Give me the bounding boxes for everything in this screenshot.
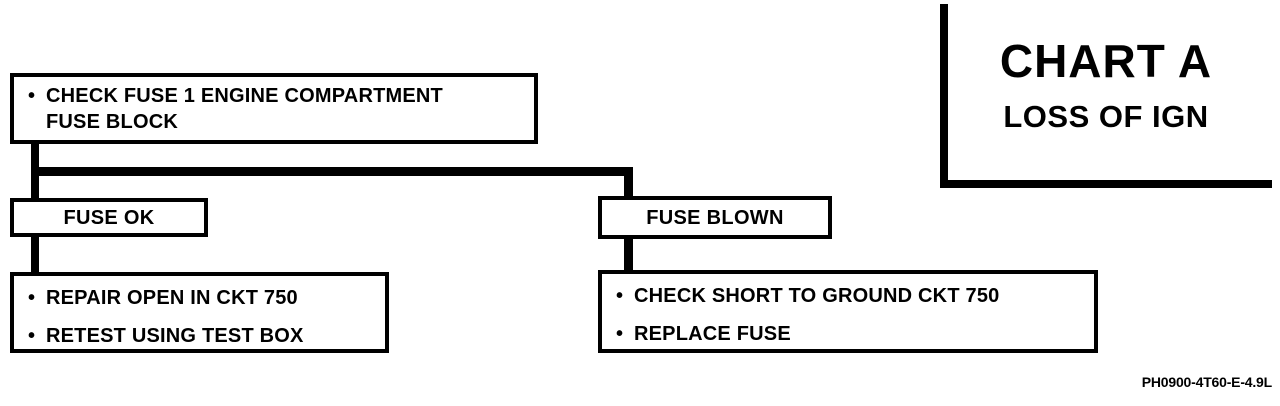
bullet-dot-icon: •	[28, 325, 36, 347]
bullet-item: • RETEST USING TEST BOX	[28, 323, 375, 349]
document-code: PH0900-4T60-E-4.9L	[1141, 374, 1272, 390]
node-check-short-content: • CHECK SHORT TO GROUND CKT 750 • REPLAC…	[602, 274, 1094, 353]
bullet-item: • CHECK SHORT TO GROUND CKT 750	[616, 283, 1084, 309]
bullet-dot-icon: •	[616, 285, 624, 307]
bullet-text: RETEST USING TEST BOX	[46, 325, 304, 347]
connector-right-drop	[624, 167, 633, 199]
bullet-text: REPLACE FUSE	[634, 323, 791, 345]
bullet-dot-icon: •	[28, 85, 36, 107]
node-check-short[interactable]: • CHECK SHORT TO GROUND CKT 750 • REPLAC…	[598, 270, 1098, 353]
node-fuse-blown[interactable]: FUSE BLOWN	[598, 196, 832, 239]
chart-subtitle: LOSS OF IGN	[1003, 99, 1209, 134]
bullet-dot-icon: •	[28, 287, 36, 309]
connector-branch-horizontal	[31, 167, 633, 176]
node-repair-open-content: • REPAIR OPEN IN CKT 750 • RETEST USING …	[14, 276, 385, 355]
node-check-fuse[interactable]: • CHECK FUSE 1 ENGINE COMPARTMENT FUSE B…	[10, 73, 538, 144]
bullet-item: • REPAIR OPEN IN CKT 750	[28, 285, 375, 311]
bullet-text: CHECK SHORT TO GROUND CKT 750	[634, 285, 1000, 307]
node-check-fuse-content: • CHECK FUSE 1 ENGINE COMPARTMENT FUSE B…	[14, 77, 534, 141]
connector-right-to-check-short	[624, 232, 633, 276]
node-fuse-blown-label: FUSE BLOWN	[646, 206, 784, 229]
node-fuse-ok[interactable]: FUSE OK	[10, 198, 208, 237]
node-repair-open[interactable]: • REPAIR OPEN IN CKT 750 • RETEST USING …	[10, 272, 389, 353]
title-rule-horizontal	[940, 180, 1272, 188]
connector-left-to-repair	[31, 232, 39, 276]
bullet-dot-icon: •	[616, 323, 624, 345]
title-rule-vertical	[940, 4, 948, 188]
title-block: CHART A LOSS OF IGN	[940, 4, 1272, 188]
bullet-item: • CHECK FUSE 1 ENGINE COMPARTMENT FUSE B…	[28, 83, 524, 135]
chart-title: CHART A	[999, 35, 1213, 87]
node-fuse-ok-label: FUSE OK	[63, 206, 155, 229]
bullet-text: REPAIR OPEN IN CKT 750	[46, 287, 298, 309]
bullet-text: CHECK FUSE 1 ENGINE COMPARTMENT FUSE BLO…	[46, 85, 443, 133]
bullet-item: • REPLACE FUSE	[616, 321, 1084, 347]
